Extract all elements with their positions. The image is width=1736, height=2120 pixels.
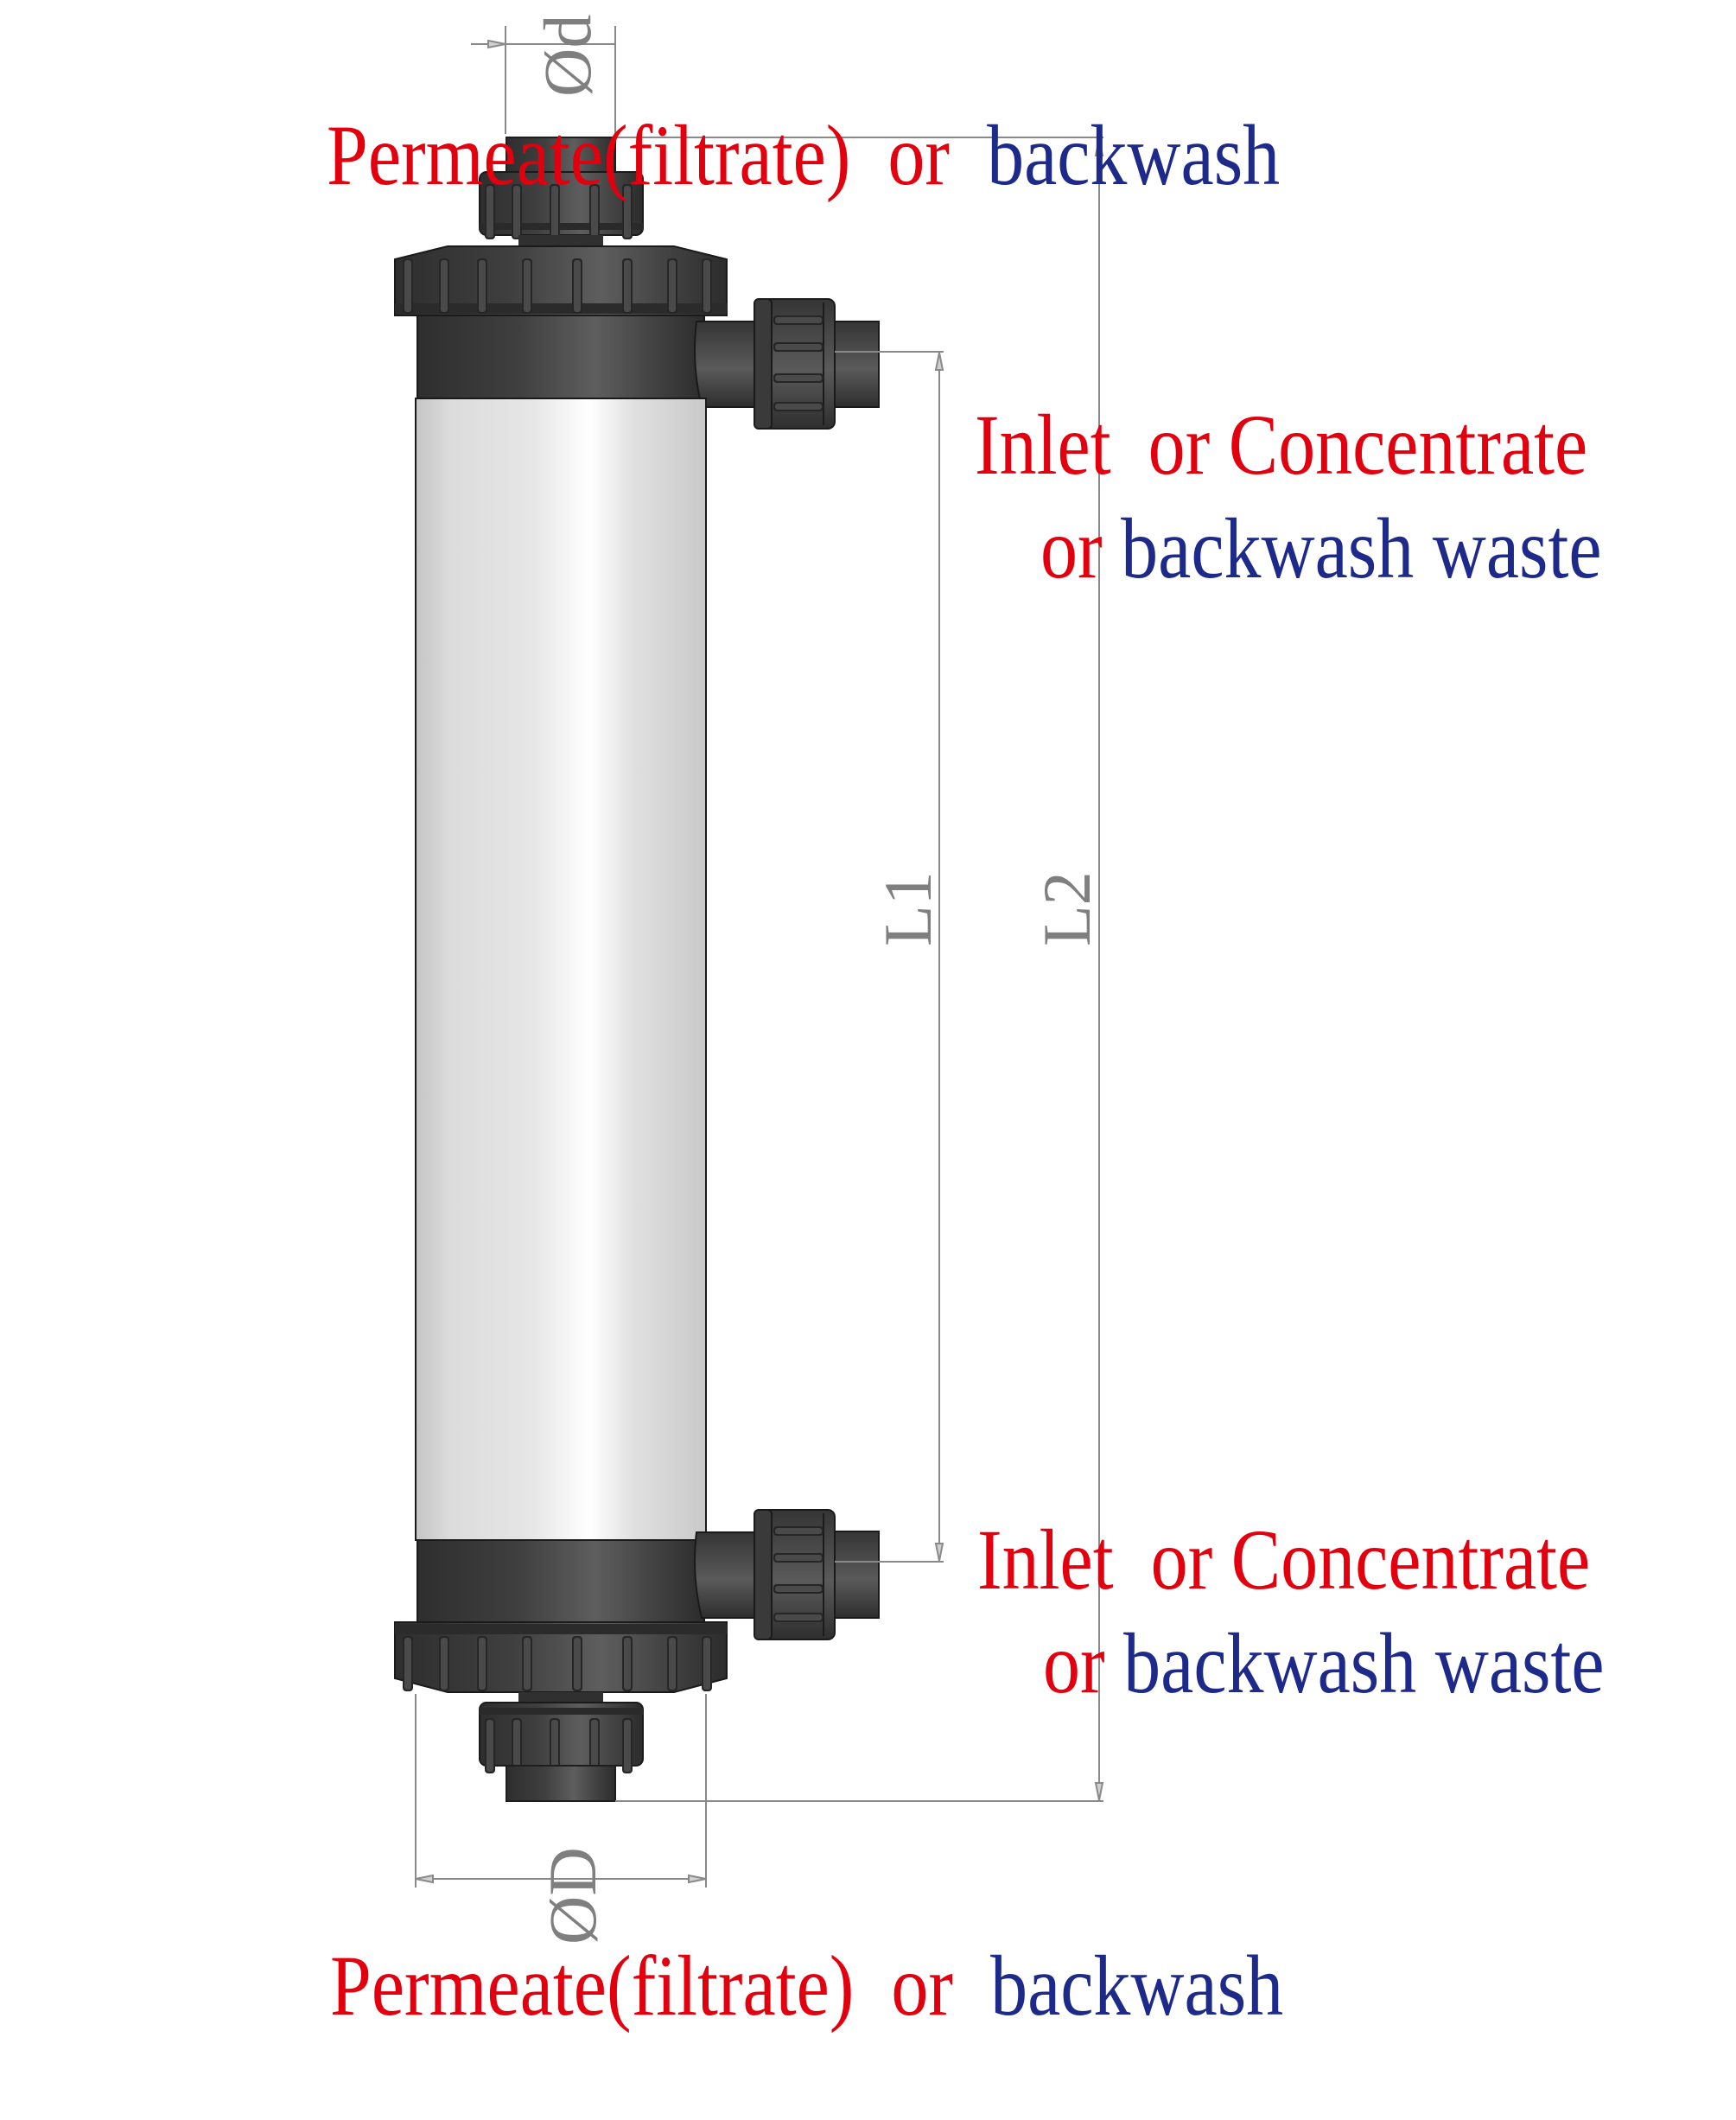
lower-side-port — [694, 1509, 880, 1640]
top-housing-band — [417, 315, 705, 399]
lower-backwash-waste-text: backwash waste — [1123, 1615, 1605, 1711]
upper-side-port — [694, 298, 880, 430]
upper-inlet-text: Inlet or Concentrate — [975, 397, 1588, 493]
bottom-end-cap — [394, 1621, 728, 1703]
top-or-text: or — [850, 107, 988, 203]
dim-L1: L1 — [870, 871, 945, 946]
membrane-housing-body — [415, 398, 707, 1541]
bottom-port-label: Permeate(filtrate) or backwash — [256, 1856, 1283, 2116]
lower-inlet-text: Inlet or Concentrate — [977, 1512, 1591, 1608]
bottom-backwash-text: backwash — [990, 1938, 1284, 2034]
upper-backwash-waste-text: backwash waste — [1121, 500, 1602, 596]
top-permeate-text: Permeate(filtrate) — [327, 107, 851, 203]
lower-side-port-label-line1: Inlet or Concentrate — [903, 1430, 1590, 1690]
bottom-permeate-text: Permeate(filtrate) — [330, 1938, 855, 2034]
dimension-lines — [415, 26, 1104, 1888]
upper-side-port-label-line2: or backwash waste — [966, 419, 1602, 678]
bottom-or-text: or — [854, 1938, 991, 2034]
uf-module-diagram: Ød L1 L2 ØD Permeate(filtrate) or backwa… — [252, 15, 1605, 2029]
top-backwash-text: backwash — [987, 107, 1281, 203]
upper-or-text: or — [1040, 500, 1122, 596]
bottom-housing-band — [417, 1539, 705, 1623]
dim-L2: L2 — [1029, 871, 1104, 946]
lower-side-port-label-line2: or backwash waste — [969, 1534, 1605, 1793]
top-end-cap — [394, 245, 728, 316]
top-port-label: Permeate(filtrate) or backwash — [252, 26, 1280, 285]
upper-side-port-label-line1: Inlet or Concentrate — [900, 315, 1587, 575]
top-permeate-port — [479, 137, 644, 246]
module-drawing — [394, 26, 1104, 1888]
bottom-permeate-port — [479, 1702, 644, 1802]
lower-or-text: or — [1043, 1615, 1124, 1711]
